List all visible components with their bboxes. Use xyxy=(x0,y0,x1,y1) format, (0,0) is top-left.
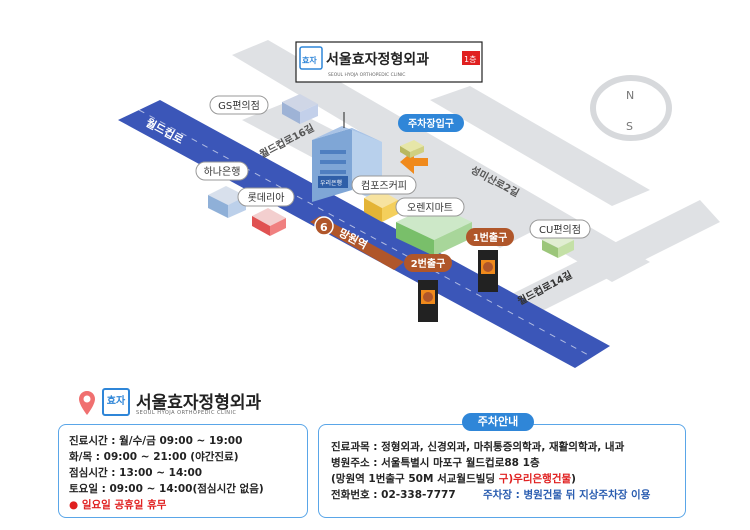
callout-exit1: 1번출구 xyxy=(466,228,514,246)
svg-text:롯데리아: 롯데리아 xyxy=(248,192,285,204)
gs-building xyxy=(282,94,318,124)
hours-line-3: 점심시간 : 13:00 ~ 14:00 xyxy=(69,467,203,479)
compass-north: N xyxy=(626,89,634,102)
location-map: 월드컵로 월드컵로16길 성미산로2길 월드컵로14길 N S 우리은행 xyxy=(118,40,720,368)
callout-cu: CU편의점 xyxy=(529,219,591,239)
parking-title-pill: 주차안내 xyxy=(462,413,534,431)
svg-text:2번출구: 2번출구 xyxy=(411,257,446,270)
road-14gil xyxy=(500,200,720,322)
clinic-name: 서울효자정형외과 xyxy=(136,393,262,413)
callout-hana: 하나은행 xyxy=(195,161,249,181)
info-location: (망원역 1번출구 50M 서교월드빌딩 구)우리은행건물) xyxy=(331,473,576,485)
compass-south: S xyxy=(626,120,633,133)
callout-parking: 주차장입구 xyxy=(398,114,464,132)
svg-text:1번출구: 1번출구 xyxy=(473,231,508,244)
map-clinic-en: SEOUL HYOJA ORTHOPEDIC CLINIC xyxy=(328,72,405,78)
map-clinic-name: 서울효자정형외과 xyxy=(326,51,429,68)
info-phone: 전화번호 : 02-338-7777 xyxy=(331,489,456,501)
callout-lotteria: 롯데리아 xyxy=(237,187,295,207)
hours-line-4: 토요일 : 09:00 ~ 14:00(점심시간 없음) xyxy=(69,483,264,495)
map-logo: 효자 xyxy=(302,55,317,65)
info-parking-note: 주차장 : 병원건물 뒤 지상주차장 이용 xyxy=(483,489,651,501)
svg-text:오렌지마트: 오렌지마트 xyxy=(407,202,453,214)
map-clinic-sign: 효자 서울효자정형외과 1층 SEOUL HYOJA ORTHOPEDIC CL… xyxy=(295,41,483,83)
info-address: 병원주소 : 서울특별시 마포구 월드컵로88 1층 xyxy=(331,457,540,469)
lotteria-building xyxy=(252,208,286,236)
svg-text:GS편의점: GS편의점 xyxy=(218,100,260,112)
callout-compose: 컴포즈커피 xyxy=(351,175,417,195)
clinic-english-name: SEOUL HYOJA ORTHOPEDIC CLINIC xyxy=(136,410,237,416)
line-6-badge: 6 xyxy=(320,221,328,234)
svg-text:주차장입구: 주차장입구 xyxy=(408,117,454,130)
hours-line-2: 화/목 : 09:00 ~ 21:00 (야간진료) xyxy=(69,451,239,463)
svg-text:컴포즈커피: 컴포즈커피 xyxy=(361,180,407,192)
clinic-logo: 효자 xyxy=(102,388,130,416)
compass: N S xyxy=(590,75,672,141)
exit1-pillar xyxy=(478,250,498,292)
callout-exit2: 2번출구 xyxy=(404,254,452,272)
floor-badge: 1층 xyxy=(464,55,476,64)
exit2-pillar xyxy=(418,280,438,322)
closed-notice: ● 일요일 공휴일 휴무 xyxy=(69,499,167,511)
clinic-header: 효자 서울효자정형외과 SEOUL HYOJA ORTHOPEDIC CLINI… xyxy=(78,386,338,420)
location-pin-icon xyxy=(79,391,95,415)
callout-gs: GS편의점 xyxy=(209,95,269,115)
hours-box: 진료시간 : 월/수/금 09:00 ~ 19:00 화/목 : 09:00 ~… xyxy=(58,424,308,518)
hours-line-1: 진료시간 : 월/수/금 09:00 ~ 19:00 xyxy=(69,435,243,447)
info-box: 진료과목 : 정형외과, 신경외과, 마취통증의학과, 재활의학과, 내과 병원… xyxy=(318,424,686,518)
parking-car xyxy=(400,140,424,158)
svg-text:하나은행: 하나은행 xyxy=(204,165,241,178)
woori-sign: 우리은행 xyxy=(320,179,342,187)
road-seongji xyxy=(430,86,650,206)
location-highlight: 구)우리은행건물 xyxy=(498,473,572,485)
callout-orange: 오렌지마트 xyxy=(395,197,465,217)
info-dept: 진료과목 : 정형외과, 신경외과, 마취통증의학과, 재활의학과, 내과 xyxy=(331,441,625,453)
svg-text:CU편의점: CU편의점 xyxy=(539,224,581,236)
